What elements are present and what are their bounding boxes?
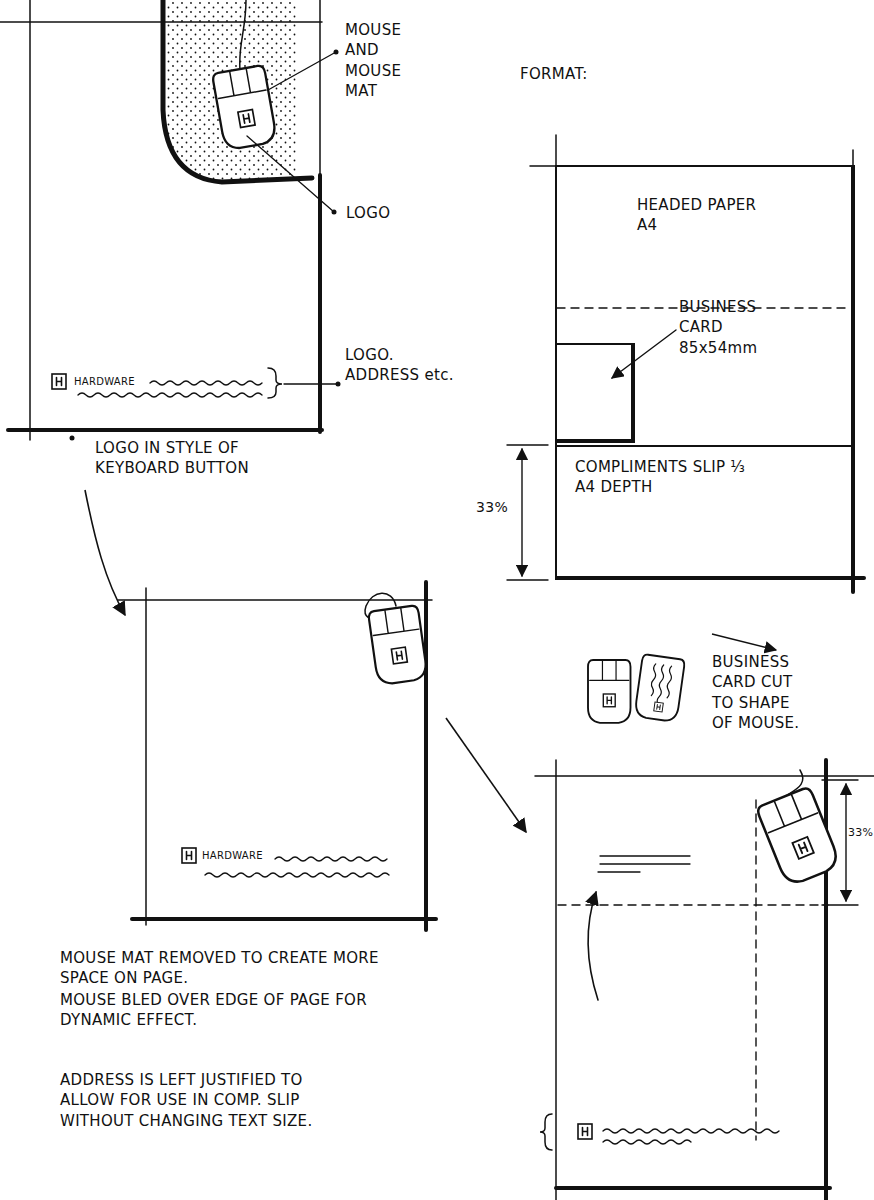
logo-wordmark: HARDWARE (74, 375, 164, 389)
address-scribble (150, 381, 262, 385)
sheet-heading: HEADED PAPER A4 (637, 195, 777, 236)
page-edge (424, 582, 428, 930)
page-edge (145, 588, 147, 925)
dimension-tick (822, 780, 858, 905)
flow-arrow (446, 718, 526, 832)
page-edge (318, 175, 322, 432)
pointer-arrow (712, 634, 776, 650)
page-edge (118, 599, 432, 601)
leader-line (268, 52, 336, 90)
leader-line (247, 136, 334, 212)
leader-dot (332, 210, 337, 215)
logo-mark (578, 1124, 592, 1139)
leader-dot (334, 50, 339, 55)
mouse-drawing (756, 786, 841, 886)
logo-mark (52, 374, 66, 389)
page-edge (555, 760, 557, 1200)
page-edge (132, 917, 436, 921)
mouse-card-back (634, 654, 685, 722)
brace (540, 1114, 552, 1150)
business-card-area: BUSINESS CARD 85x54mm (557, 343, 635, 443)
page-edge (555, 135, 557, 167)
page-edge (851, 578, 855, 592)
flow-arrow (85, 490, 125, 615)
dimension-tick (507, 445, 548, 580)
slip-heading: COMPLIMENTS SLIP ⅓ A4 DEPTH (575, 457, 760, 498)
compliments-slip-area: COMPLIMENTS SLIP ⅓ A4 DEPTH (557, 445, 851, 576)
dimension-text: 33% (848, 826, 874, 841)
page-edge (556, 1186, 830, 1190)
mouse-mat-edge (163, 0, 312, 182)
mouse-mat (163, 0, 298, 182)
note-text: ADDRESS IS LEFT JUSTIFIED TO ALLOW FOR U… (60, 1070, 360, 1131)
fold-line (755, 800, 756, 1140)
format-extras (507, 135, 864, 592)
card-heading: BUSINESS CARD 85x54mm (679, 297, 789, 358)
note-text: MOUSE MAT REMOVED TO CREATE MORE SPACE O… (60, 948, 390, 989)
callout-text: MOUSE AND MOUSE MAT (345, 20, 420, 101)
dimension-line (521, 449, 522, 576)
sketch-one (0, 0, 341, 441)
pointer-arrow (612, 330, 676, 378)
dimension-line (845, 784, 846, 901)
sketch-three (535, 760, 874, 1200)
page-edge (530, 165, 557, 167)
mouse-drawing (212, 65, 277, 151)
mouse-card-front (588, 660, 631, 723)
address-scribble (603, 1129, 779, 1133)
card-scribble (649, 664, 673, 706)
dimension-text: 33% (476, 498, 516, 517)
logo-wordmark: HARDWARE (202, 849, 292, 863)
note-text: MOUSE BLED OVER EDGE OF PAGE FOR DYNAMIC… (60, 990, 390, 1031)
leader-dot (70, 436, 75, 441)
address-scribble (205, 873, 389, 877)
logo-mark (182, 848, 196, 863)
leader-dot (336, 382, 341, 387)
address-scribble (275, 857, 387, 861)
fold-line (558, 904, 828, 905)
page-edge (535, 775, 874, 777)
callout-text: LOGO. ADDRESS etc. (345, 345, 455, 386)
format-sheet: HEADED PAPER A4 BUSINESS CARD 85x54mmCOMP… (555, 165, 855, 580)
address-scribble (603, 1140, 691, 1144)
leader-line (284, 383, 338, 384)
sketch-two (118, 582, 436, 930)
card-shapes (588, 654, 685, 723)
page-edge (29, 0, 31, 440)
logo-mark (654, 702, 664, 712)
slip-text-lines (598, 856, 690, 872)
section-heading: FORMAT: (520, 64, 640, 84)
page-edge (319, 0, 321, 175)
flow-arrow (588, 892, 598, 1000)
page-edge (8, 428, 322, 432)
mouse-cable (240, 0, 246, 70)
mouse-drawing (368, 605, 428, 685)
callout-text: LOGO (346, 203, 426, 223)
callout-text: LOGO IN STYLE OF KEYBOARD BUTTON (95, 438, 325, 479)
brace (268, 368, 282, 398)
callout-text: BUSINESS CARD CUT TO SHAPE OF MOUSE. (712, 652, 812, 733)
address-scribble (78, 393, 262, 397)
